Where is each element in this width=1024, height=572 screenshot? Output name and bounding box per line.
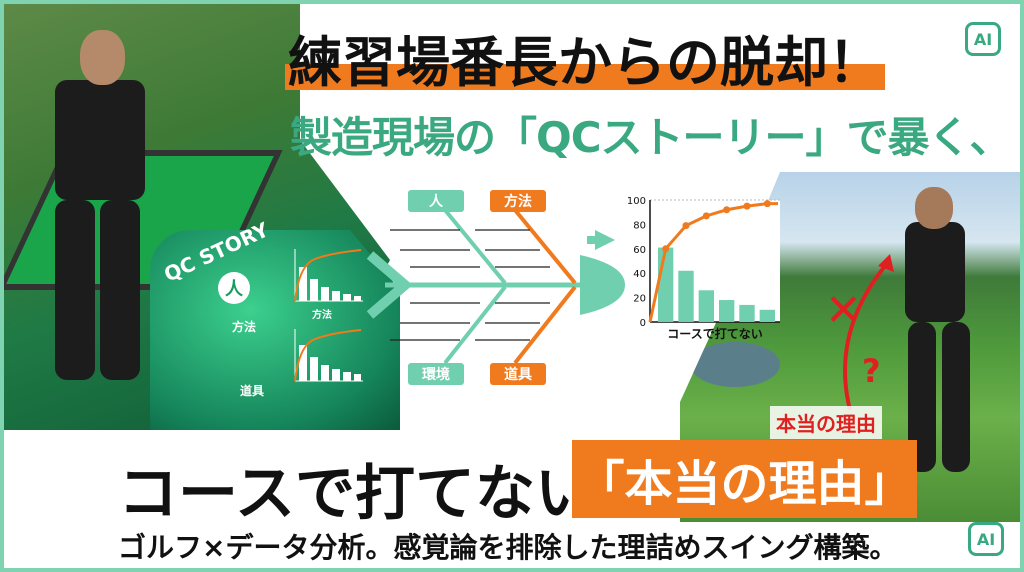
bar: [739, 304, 755, 322]
ai-badge-top: AI: [965, 22, 1001, 56]
person-icon: 人: [218, 272, 250, 304]
mini-pareto-chart: [294, 329, 363, 382]
bottom-headline: コースで打てない: [118, 459, 595, 529]
bottom-highlight: 「本当の理由」: [572, 440, 917, 518]
cumulative-point: [662, 245, 670, 253]
fishbone-method: 方法: [490, 190, 546, 212]
headline-line1: 練習場番長からの脱却！: [288, 31, 882, 94]
y-tick-label: 0: [640, 318, 646, 329]
cumulative-point: [763, 200, 771, 208]
cumulative-point: [723, 206, 731, 214]
mini-chart-label: 方法: [312, 310, 332, 321]
bar: [719, 300, 735, 322]
tool-label: 道具: [240, 384, 265, 398]
fishbone-person: 人: [408, 190, 464, 212]
golfer-leg: [942, 322, 970, 472]
pond: [690, 342, 780, 387]
method-label: 方法: [232, 320, 257, 334]
arrow-graphic: [843, 254, 894, 411]
golfer-torso: [905, 222, 965, 322]
mini-pareto-chart: [294, 249, 363, 302]
y-tick-label: 60: [633, 245, 646, 256]
fishbone-tool: 道具: [490, 363, 546, 385]
y-tick-label: 80: [633, 220, 646, 231]
ai-badge-bottom: AI: [968, 522, 1004, 556]
golfer-leg: [55, 200, 95, 380]
x-axis-label: コースで打てない: [667, 326, 762, 341]
question-mark: ?: [862, 352, 881, 390]
golfer-torso: [55, 80, 145, 200]
cumulative-point: [682, 222, 690, 230]
golfer-head: [80, 30, 125, 85]
bar: [698, 290, 714, 322]
subtitle: ゴルフ×データ分析。感覚論を排除した理詰めスイング構築。: [118, 531, 898, 564]
fishbone-diagram: [366, 208, 625, 365]
bar: [759, 309, 775, 322]
headline-line2: 製造現場の「QCストーリー」で暴く、: [290, 113, 1012, 162]
title-underline: [285, 64, 885, 90]
bar: [678, 270, 694, 322]
cumulative-point: [743, 202, 751, 210]
cross-icon: ✕: [825, 285, 862, 336]
pareto-chart: 0 20 40 60 80 100 コースで打てない: [627, 196, 780, 341]
golfer-leg: [100, 200, 140, 380]
y-tick-label: 20: [633, 294, 646, 305]
bar: [658, 247, 674, 322]
cumulative-point: [702, 212, 710, 220]
y-tick-label: 40: [633, 269, 646, 280]
golfer-head: [915, 187, 953, 229]
fishbone-environment: 環境: [408, 363, 464, 385]
real-reason-label: 本当の理由: [770, 406, 882, 439]
y-tick-label: 100: [627, 196, 646, 207]
